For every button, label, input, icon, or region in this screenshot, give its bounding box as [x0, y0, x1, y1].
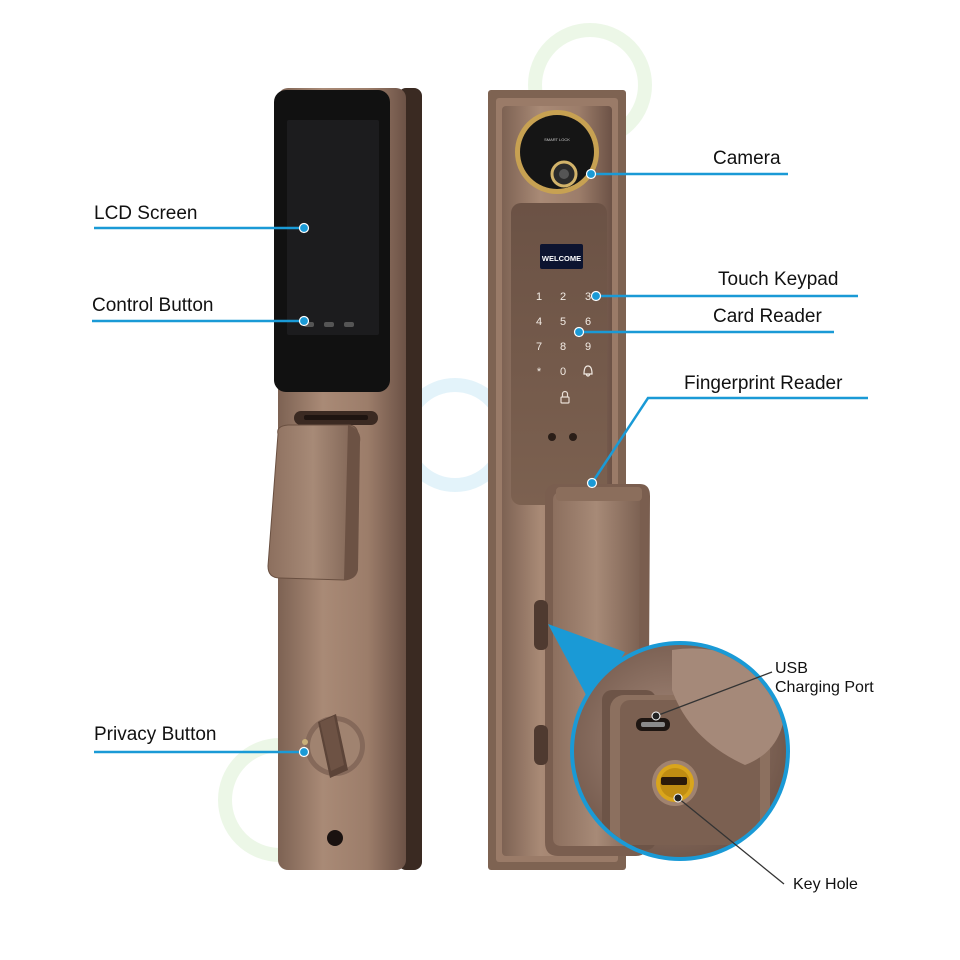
key-hole-leader	[677, 797, 785, 885]
control-buttons	[304, 322, 354, 327]
control-button-middle	[324, 322, 334, 327]
camera-label: Camera	[713, 148, 781, 169]
keypad-key[interactable]: 8	[560, 341, 566, 353]
privacy-indicator-icon	[302, 739, 308, 745]
touch-keypad: 1 2 3 4 5 6 7 8 9 * 0	[536, 291, 593, 378]
camera-module: SMART LOCK	[515, 110, 599, 194]
keypad-key[interactable]: 0	[560, 366, 566, 378]
callout-dots	[298, 168, 602, 758]
card-reader-dot	[573, 326, 585, 338]
card-reader-label: Card Reader	[713, 306, 822, 327]
keypad-key[interactable]: 5	[560, 316, 566, 328]
keypad-key[interactable]: *	[537, 366, 542, 378]
control-button-label: Control Button	[92, 295, 214, 316]
inside-handle	[267, 424, 359, 581]
key-hole-label: Key Hole	[793, 876, 858, 893]
touch-keypad-dot	[590, 290, 602, 302]
fingerprint-reader-leader	[590, 396, 868, 484]
fingerprint-reader-label: Fingerprint Reader	[684, 373, 843, 394]
privacy-knob	[305, 714, 365, 778]
usb-charging-port-label-line1: USB	[775, 660, 808, 677]
bell-icon[interactable]	[583, 365, 593, 377]
emergency-keyhole	[327, 830, 343, 846]
zoom-detail	[548, 624, 790, 861]
welcome-text: WELCOME	[542, 254, 581, 263]
key-hole-dot	[673, 793, 683, 803]
keypad-key[interactable]: 3	[585, 291, 591, 303]
lock-key-icon	[560, 390, 570, 404]
keypad-key[interactable]: 6	[585, 316, 591, 328]
usb-charging-port-label: USB Charging Port	[775, 659, 874, 697]
privacy-button-label: Privacy Button	[94, 724, 217, 745]
welcome-display	[540, 244, 583, 269]
camera-ring-text: SMART LOCK	[544, 137, 570, 142]
keypad-panel	[511, 203, 607, 505]
control-button-dot	[298, 315, 310, 327]
lcd-screen-dot	[298, 222, 310, 234]
keypad-key[interactable]: 2	[560, 291, 566, 303]
keypad-key[interactable]: 4	[536, 316, 542, 328]
sensor-left	[548, 433, 556, 441]
fingerprint-sensor	[556, 487, 642, 501]
camera-dot	[585, 168, 597, 180]
touch-keypad-label: Touch Keypad	[718, 269, 839, 290]
lcd-screen-label: LCD Screen	[94, 203, 198, 224]
fingerprint-reader-dot	[586, 477, 598, 489]
privacy-button-dot	[298, 746, 310, 758]
keypad-key[interactable]: 7	[536, 341, 542, 353]
callout-lines	[92, 172, 868, 885]
usb-port-dot	[651, 711, 661, 721]
lcd-screen	[287, 120, 379, 335]
keypad-key[interactable]: 1	[536, 291, 542, 303]
usb-charging-port-label-line2: Charging Port	[775, 679, 874, 696]
usb-port-leader	[655, 671, 773, 717]
sensor-right	[569, 433, 577, 441]
keypad-key[interactable]: 9	[585, 341, 591, 353]
control-button-right	[344, 322, 354, 327]
